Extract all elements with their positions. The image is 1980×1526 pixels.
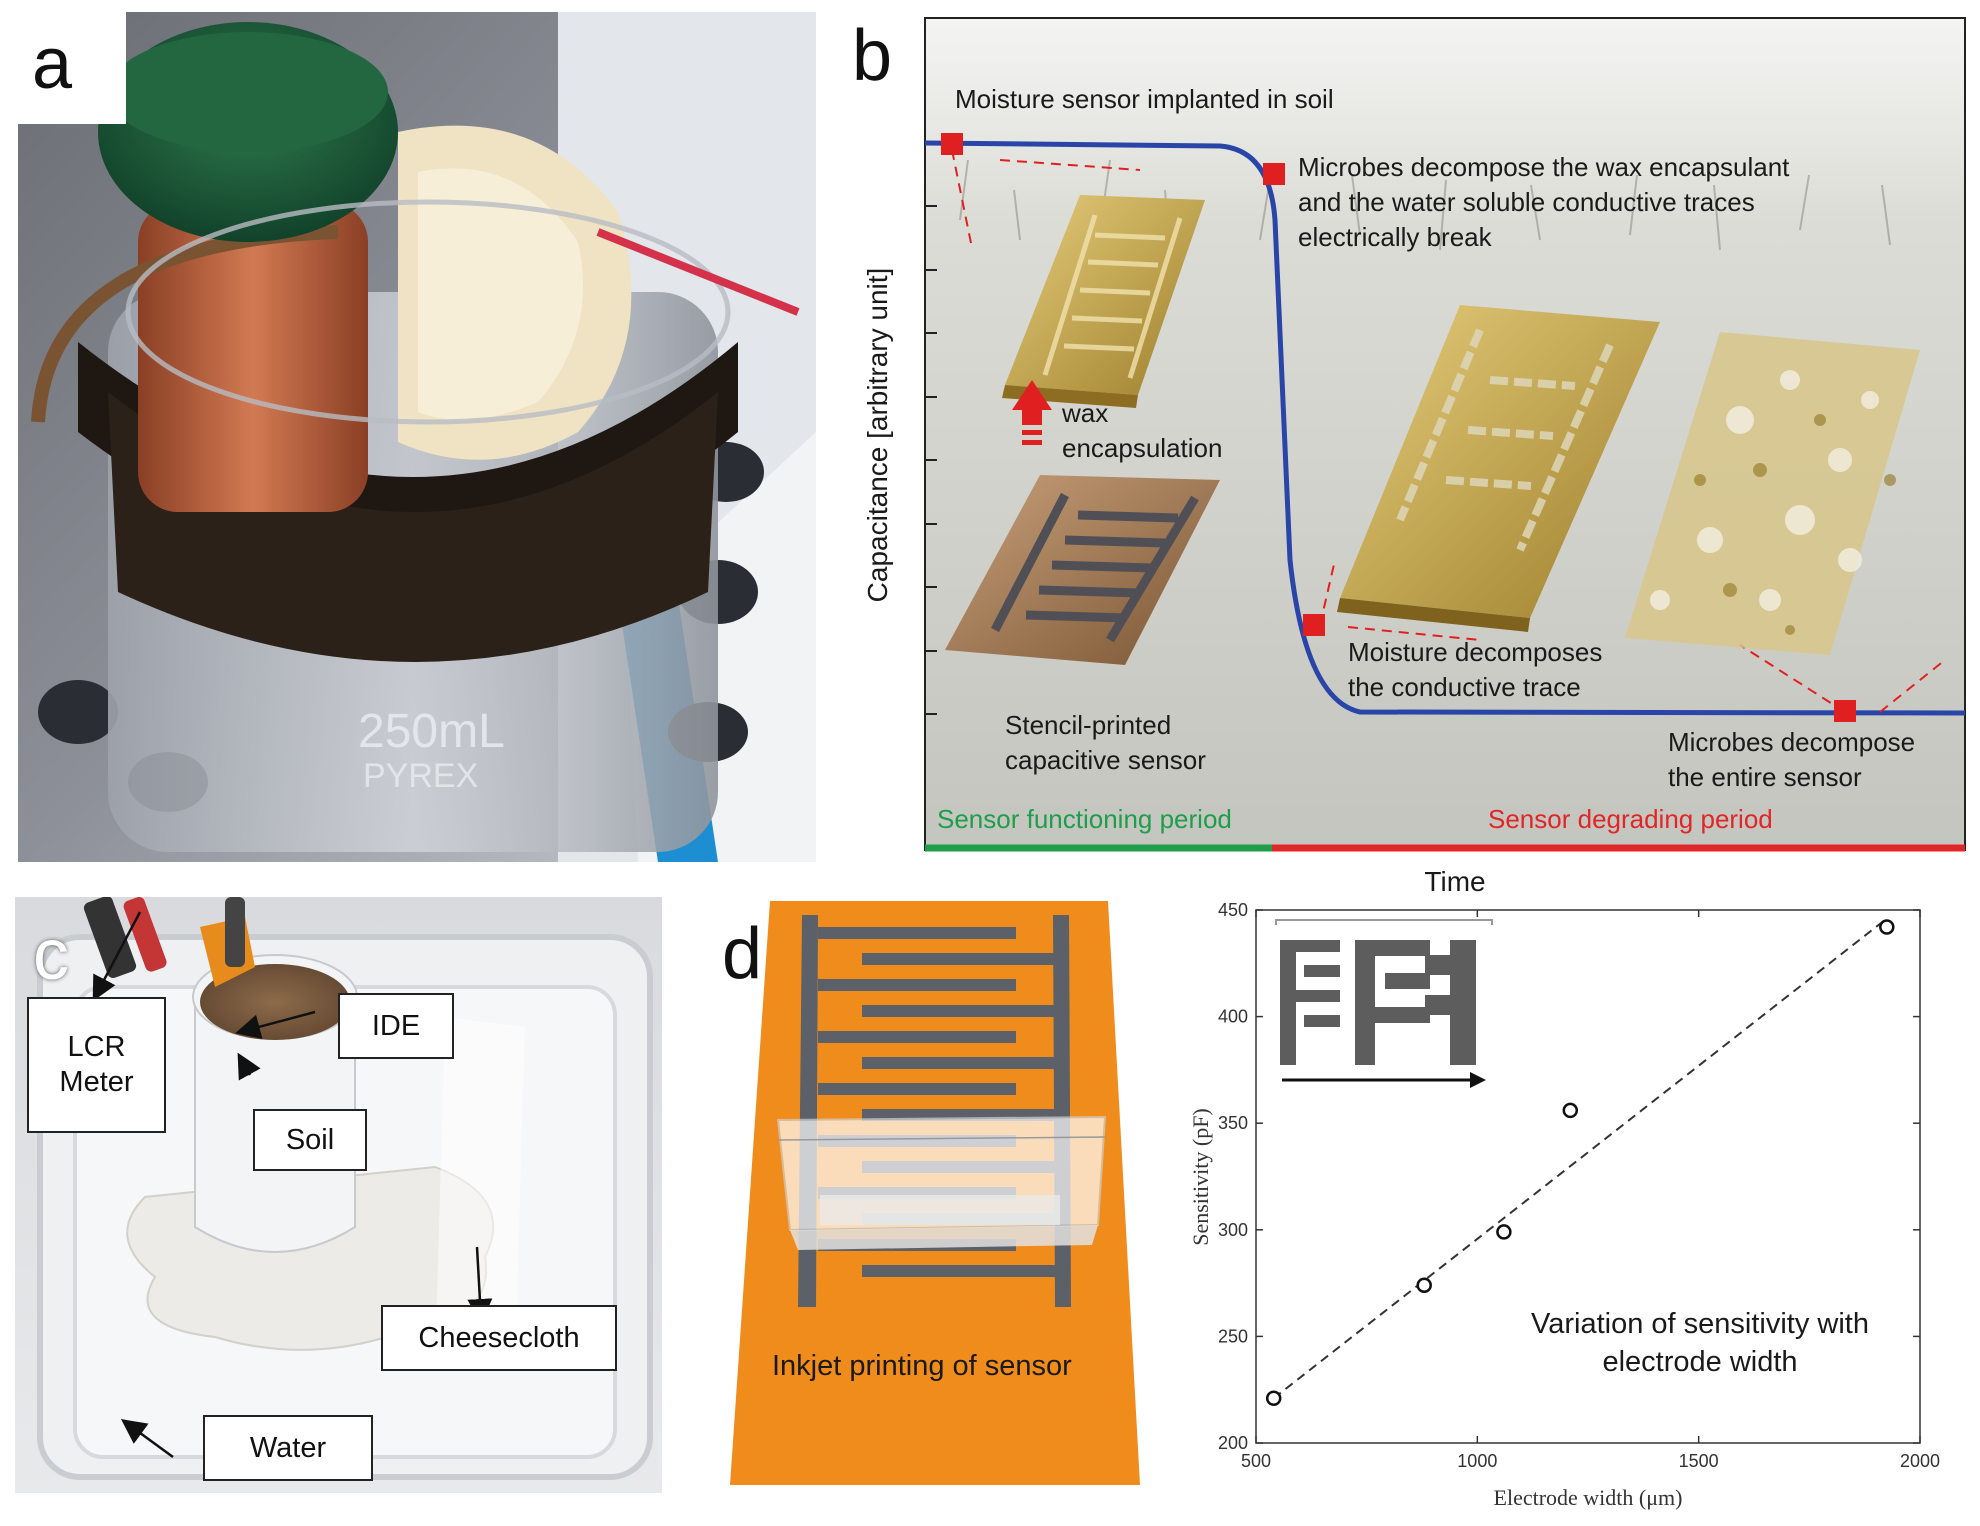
- soil-callout: Soil: [253, 1109, 367, 1171]
- callout-arrows: [92, 911, 493, 1459]
- marker-moisture-decompose: [1303, 614, 1325, 636]
- panel-b-diagram: b Capacitance [arbitrary unit] Time Mois…: [840, 0, 1980, 900]
- y-tick-label: 400: [1218, 1007, 1248, 1027]
- water-callout: Water: [203, 1415, 373, 1481]
- panel-a-label-box: [18, 12, 126, 124]
- fully-decomposed-sensor: [1625, 332, 1920, 655]
- data-point-5: [1879, 919, 1895, 935]
- annotation-wax-line-2: encapsulation: [1062, 433, 1223, 464]
- marker-implanted: [941, 133, 963, 155]
- panel-a-photo: 250mL PYREX a: [18, 12, 816, 862]
- panel-a-label: a: [32, 24, 73, 104]
- annotation-implanted: Moisture sensor implanted in soil: [955, 84, 1334, 114]
- y-tick-label: 350: [1218, 1113, 1248, 1133]
- y-tick-label: 450: [1218, 900, 1248, 920]
- panel-d-inkjet-sensor: Inkjet printing of sensor: [720, 895, 1150, 1495]
- panel-b-label: b: [852, 16, 893, 96]
- panel-d-label: d: [722, 914, 763, 994]
- annotation-microbes-wax: Microbes decompose the wax encapsulant a…: [1298, 150, 1789, 255]
- data-point-2: [1416, 1277, 1432, 1293]
- beaker-photo-illustration: 250mL PYREX: [18, 12, 816, 862]
- x-tick-label: 1000: [1457, 1451, 1497, 1471]
- degradation-curve-diagram: [924, 17, 1966, 852]
- data-point-1: [1265, 1390, 1282, 1406]
- x-tick-label: 500: [1241, 1451, 1271, 1471]
- encapsulation-arrow-icon: [1012, 380, 1052, 445]
- x-tick-label: 1500: [1679, 1451, 1719, 1471]
- annotation-stencil-line-2: capacitive sensor: [1005, 745, 1206, 776]
- x-tick-label: 2000: [1900, 1451, 1940, 1471]
- annotation-moisture-decomposes: Moisture decomposes the conductive trace: [1348, 635, 1602, 705]
- annotation-wax-encapsulation: wax encapsulation: [1062, 396, 1222, 466]
- linear-fit-line: [1273, 917, 1888, 1400]
- annotation-stencil-line-1: Stencil-printed: [1005, 710, 1172, 740]
- annotation-microbes-wax-line-3: electrically break: [1298, 222, 1492, 253]
- marker-entire-decompose: [1834, 700, 1856, 722]
- functioning-period-label: Sensor functioning period: [937, 804, 1232, 834]
- y-tick-label: 200: [1218, 1433, 1248, 1453]
- beaker-volume-text: 250mL: [358, 705, 505, 758]
- electrode-inset-icon: [1275, 919, 1493, 1088]
- annotation-moisture-line-1: Moisture decomposes: [1348, 637, 1603, 667]
- chart-annotation-line-2: electrode width: [1602, 1346, 1797, 1378]
- print-head-overlay: [776, 1115, 1107, 1250]
- panel-c-photo: c LCR Meter IDE Soil Cheesecloth Water: [15, 897, 662, 1493]
- annotation-wax-line-1: wax: [1062, 398, 1109, 428]
- chart-annotation-line-1: Variation of sensitivity with: [1531, 1308, 1869, 1340]
- inkjet-caption: Inkjet printing of sensor: [772, 1350, 1072, 1382]
- marker-wax-decompose: [1263, 163, 1285, 185]
- beaker-brand-text: PYREX: [363, 757, 478, 795]
- chart-y-axis-label: Sensitivity (pF): [1188, 1108, 1213, 1246]
- y-tick-label: 300: [1218, 1220, 1248, 1240]
- lcr-meter-callout: LCR Meter: [27, 997, 166, 1133]
- inkjet-sensor-illustration: [730, 901, 1140, 1485]
- sensitivity-chart: 500 1000 1500 2000 200 250 300 350 400 450 Sensit…: [1188, 900, 1940, 1510]
- y-tick-label: 250: [1218, 1326, 1248, 1346]
- annotation-stencil-printed: Stencil-printed capacitive sensor: [1005, 708, 1206, 778]
- capacitance-curve: [924, 140, 1966, 716]
- panel-c-label: c: [33, 915, 69, 995]
- x-axis-label: Time: [1424, 866, 1486, 897]
- data-point-3: [1496, 1224, 1512, 1240]
- wax-encapsulated-sensor: [1002, 195, 1205, 408]
- annotation-entire-line-1: Microbes decompose: [1668, 727, 1916, 757]
- stencil-printed-sensor: [945, 475, 1220, 665]
- annotation-moisture-line-2: the conductive trace: [1348, 672, 1581, 703]
- annotation-entire-sensor: Microbes decompose the entire sensor: [1668, 725, 1915, 795]
- lcr-meter-line-2: Meter: [59, 1066, 134, 1098]
- state-markers: [941, 133, 1856, 722]
- ide-callout: IDE: [338, 993, 454, 1059]
- lcr-meter-line-1: LCR: [67, 1031, 126, 1064]
- leader-lines: [951, 149, 1946, 713]
- annotation-microbes-wax-line-1: Microbes decompose the wax encapsulant: [1298, 152, 1790, 182]
- cheesecloth-callout: Cheesecloth: [381, 1305, 617, 1371]
- data-point-4: [1562, 1102, 1579, 1119]
- partially-decomposed-sensor: [1337, 305, 1660, 632]
- degrading-period-label: Sensor degrading period: [1488, 804, 1773, 834]
- grass-texture: [959, 159, 1891, 251]
- annotation-microbes-wax-line-2: and the water soluble conductive traces: [1298, 187, 1755, 218]
- y-axis-label: Capacitance [arbitrary unit]: [862, 267, 893, 603]
- sensitivity-chart-panel: 500 1000 1500 2000 200 250 300 350 400 450 Sensit…: [1180, 895, 1980, 1526]
- annotation-entire-line-2: the entire sensor: [1668, 762, 1862, 793]
- chart-x-axis-label: Electrode width (μm): [1494, 1485, 1683, 1510]
